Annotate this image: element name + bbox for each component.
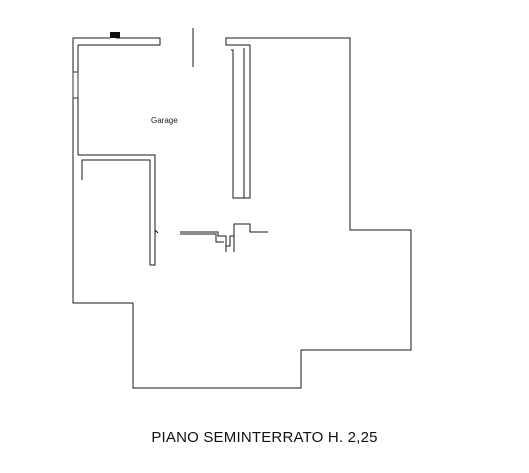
room-label-garage: Garage <box>151 116 178 125</box>
cross-partition-lower <box>180 233 224 243</box>
inner-partition-left <box>78 154 156 266</box>
top-left-marker <box>110 32 120 38</box>
outer-wall <box>72 37 412 389</box>
central-wall <box>231 44 251 199</box>
top-wall-segment <box>78 37 161 46</box>
plan-caption: PIANO SEMINTERRATO H. 2,25 <box>151 429 378 446</box>
cross-partition <box>180 223 268 247</box>
partition-mark <box>154 229 159 234</box>
left-window <box>72 71 79 99</box>
